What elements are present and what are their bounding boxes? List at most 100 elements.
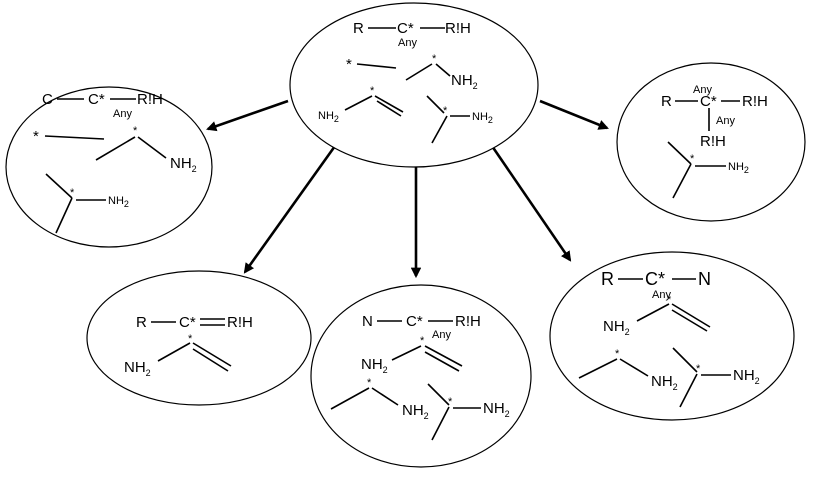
bond xyxy=(330,387,370,410)
bond xyxy=(344,95,373,111)
atom-NH2: NH2 xyxy=(603,318,630,337)
atom-NH2: NH2 xyxy=(170,155,197,174)
atom-C-star: C* xyxy=(397,20,414,37)
node-lower-left: R C* R!H NH2 * xyxy=(86,270,312,406)
bond xyxy=(435,63,451,77)
bond xyxy=(679,373,698,408)
bond xyxy=(374,95,404,113)
double-bond xyxy=(376,100,402,117)
node-lower-right: R C* N Any NH2 * * NH2 * NH2 xyxy=(549,251,795,421)
bond xyxy=(619,358,649,377)
star-label: * xyxy=(420,335,425,347)
node-upper-left: C C* R!H Any * * NH2 * NH2 xyxy=(5,86,213,248)
atom-C-star: C* xyxy=(700,93,717,110)
star-label: * xyxy=(188,333,193,345)
star-label: * xyxy=(690,153,695,165)
bond xyxy=(391,345,422,361)
bond xyxy=(371,387,399,406)
atom-NH2: NH2 xyxy=(361,356,388,375)
any-label: Any xyxy=(652,289,671,301)
star-label: * xyxy=(133,125,138,137)
star-label: * xyxy=(448,396,453,408)
oval-lower-left xyxy=(86,270,312,406)
bond xyxy=(95,136,136,161)
star-label: * xyxy=(615,348,620,360)
bond xyxy=(672,347,698,373)
bond xyxy=(667,141,692,165)
node-center: R C* R!H Any * * NH2 NH2 * * NH2 xyxy=(289,2,539,168)
star-label: * xyxy=(696,363,701,375)
atom-R-H: R!H xyxy=(455,313,481,330)
edge-center-to-upper-right xyxy=(539,99,609,130)
any-label: Any xyxy=(398,37,417,49)
atom-R-H: R!H xyxy=(700,133,726,150)
bond xyxy=(431,115,448,144)
star-label: * xyxy=(33,128,39,145)
oval-center xyxy=(289,2,539,168)
bond xyxy=(426,95,445,114)
atom-R-H: R!H xyxy=(445,20,471,37)
oval-lower-right xyxy=(549,251,795,421)
atom-NH2: NH2 xyxy=(318,110,339,124)
edge-center-to-upper-left xyxy=(206,99,289,132)
atom-C-star: C* xyxy=(645,269,665,289)
atom-C: C xyxy=(42,91,53,108)
bond xyxy=(44,135,105,140)
any-label: Any xyxy=(432,329,451,341)
bond xyxy=(636,303,670,322)
bond xyxy=(427,383,450,406)
star-label: * xyxy=(70,187,75,199)
atom-NH2: NH2 xyxy=(733,367,760,386)
atom-NH2: NH2 xyxy=(651,373,678,392)
star-label: * xyxy=(443,105,448,117)
arrows xyxy=(206,99,609,279)
atom-R: R xyxy=(353,20,364,37)
bond xyxy=(45,173,73,199)
edge-center-to-lower-left xyxy=(243,145,337,274)
bond xyxy=(356,63,397,69)
atom-NH2: NH2 xyxy=(124,359,151,378)
bond xyxy=(157,342,191,362)
any-label: Any xyxy=(693,84,712,96)
double-bond xyxy=(671,309,708,332)
bond xyxy=(578,358,618,379)
node-lower-middle: N C* R!H Any NH2 * * NH2 * NH2 xyxy=(310,284,532,468)
bond xyxy=(192,342,232,367)
atom-NH2: NH2 xyxy=(108,195,129,209)
atom-C-star: C* xyxy=(406,313,423,330)
bond xyxy=(55,197,73,234)
star-label: * xyxy=(346,56,352,73)
atom-NH2: NH2 xyxy=(451,72,478,91)
star-label: * xyxy=(667,294,672,306)
atom-R-H: R!H xyxy=(227,314,253,331)
bond xyxy=(137,136,167,159)
atom-NH2: NH2 xyxy=(402,402,429,421)
atom-R-H: R!H xyxy=(742,93,768,110)
bond xyxy=(424,345,463,367)
bond xyxy=(671,303,711,328)
atom-NH2: NH2 xyxy=(728,161,749,175)
oval-upper-left xyxy=(5,86,213,248)
any-label: Any xyxy=(113,108,132,120)
atom-NH2: NH2 xyxy=(472,111,493,125)
atom-R: R xyxy=(601,269,614,289)
any-label: Any xyxy=(716,115,735,127)
oval-upper-right xyxy=(616,62,806,222)
atom-C-star: C* xyxy=(179,314,196,331)
atom-C-star: C* xyxy=(88,91,105,108)
atom-R-H: R!H xyxy=(137,91,163,108)
atom-N: N xyxy=(698,269,711,289)
star-label: * xyxy=(432,53,437,65)
star-label: * xyxy=(367,377,372,389)
atom-N: N xyxy=(362,313,373,330)
bond xyxy=(405,63,433,81)
double-bond xyxy=(424,351,460,372)
atom-R: R xyxy=(661,93,672,110)
bond xyxy=(431,406,450,441)
oval-lower-middle xyxy=(310,284,532,468)
node-upper-right: Any R C* R!H Any R!H * NH2 xyxy=(616,62,806,222)
bond xyxy=(672,163,692,199)
atom-R: R xyxy=(136,314,147,331)
